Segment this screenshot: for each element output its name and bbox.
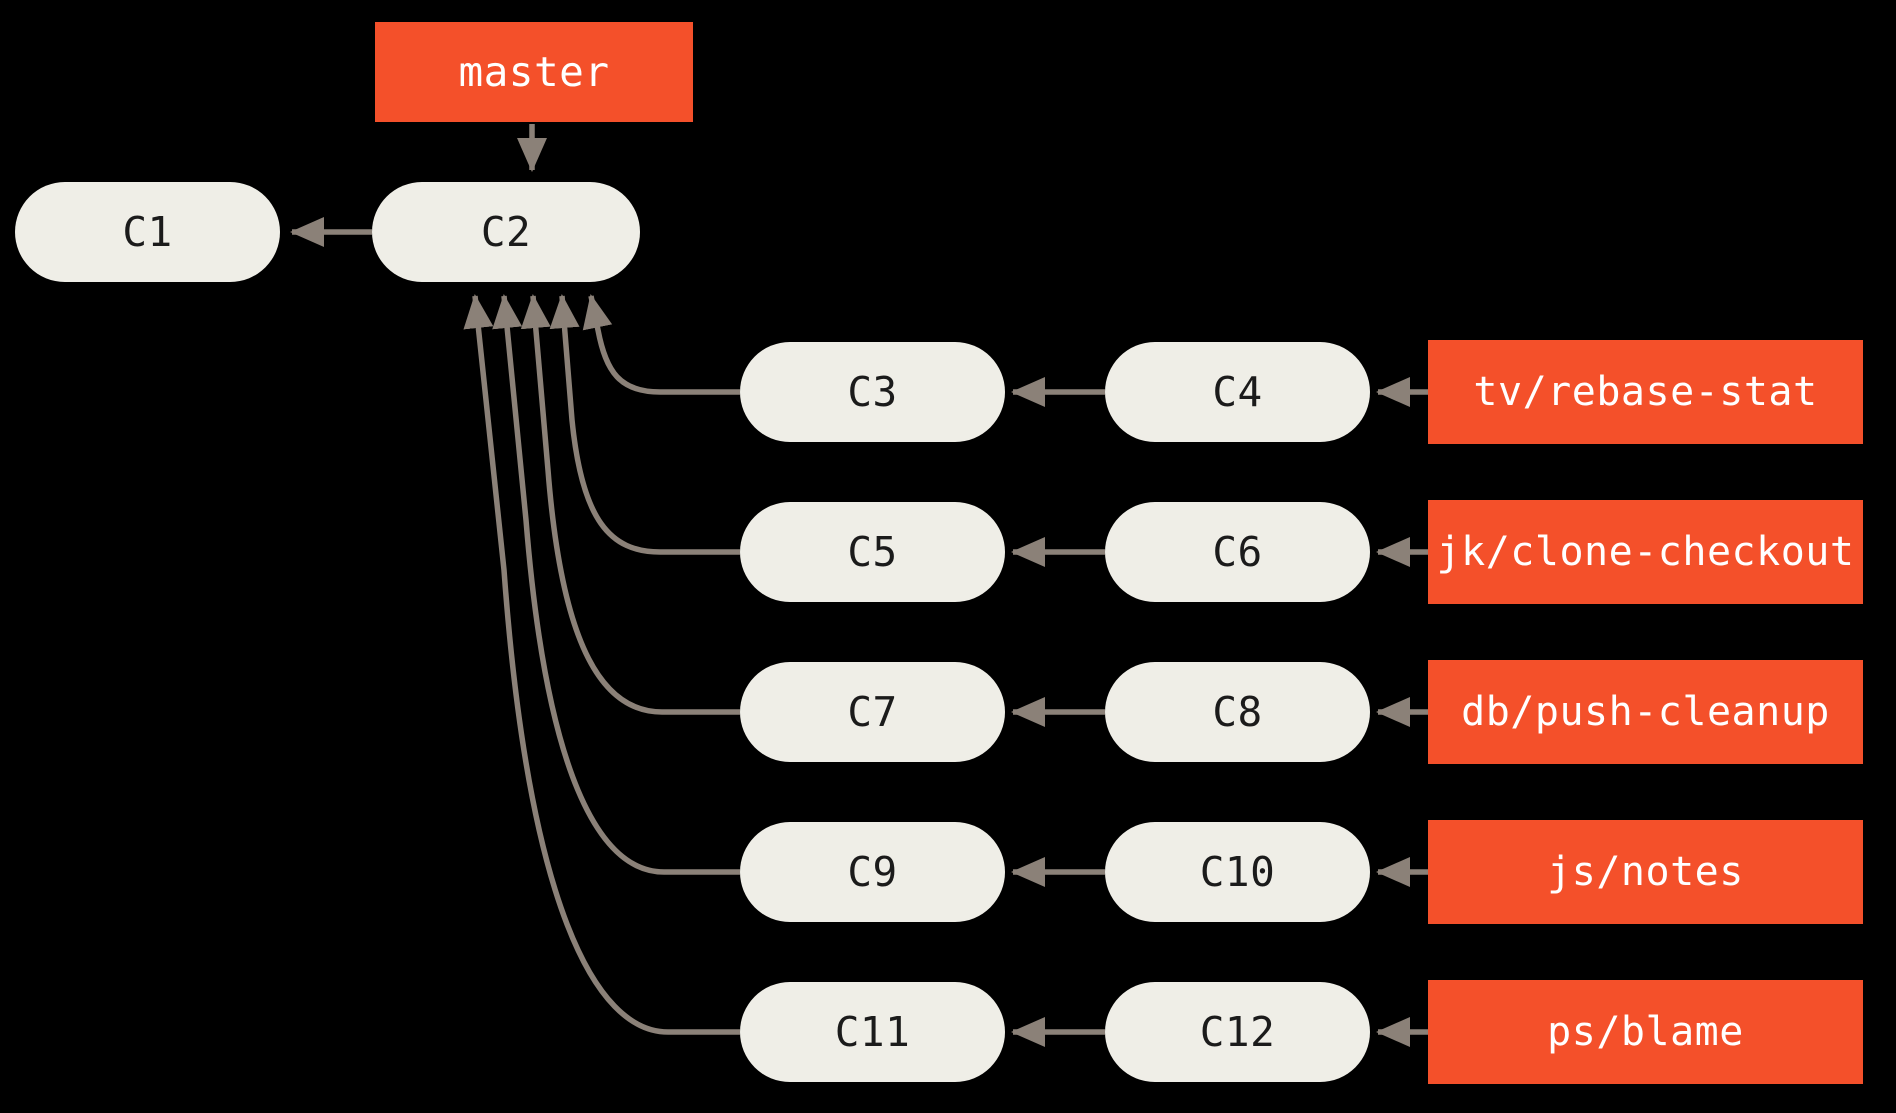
edge-c11-to-c2 <box>463 293 740 1035</box>
edge-c5-to-c2 <box>549 293 740 555</box>
commit-node-c2[interactable]: C2 <box>372 182 640 282</box>
branch-label-db-push-cleanup[interactable]: db/push-cleanup <box>1428 660 1863 764</box>
branch-label-tv-rebase-stat[interactable]: tv/rebase-stat <box>1428 340 1863 444</box>
commit-node-c1[interactable]: C1 <box>15 182 280 282</box>
commit-node-c5[interactable]: C5 <box>740 502 1005 602</box>
commit-node-c4[interactable]: C4 <box>1105 342 1370 442</box>
edge-c3-to-c2 <box>582 293 740 395</box>
commit-node-c7[interactable]: C7 <box>740 662 1005 762</box>
commit-node-c8[interactable]: C8 <box>1105 662 1370 762</box>
commit-node-c3[interactable]: C3 <box>740 342 1005 442</box>
commit-node-c11[interactable]: C11 <box>740 982 1005 1082</box>
commit-node-c10[interactable]: C10 <box>1105 822 1370 922</box>
branch-label-jk-clone-checkout[interactable]: jk/clone-checkout <box>1428 500 1863 604</box>
commit-node-c12[interactable]: C12 <box>1105 982 1370 1082</box>
branch-label-js-notes[interactable]: js/notes <box>1428 820 1863 924</box>
branch-label-master[interactable]: master <box>375 22 693 122</box>
commit-node-c6[interactable]: C6 <box>1105 502 1370 602</box>
edge-c9-to-c2 <box>492 293 740 875</box>
branch-label-ps-blame[interactable]: ps/blame <box>1428 980 1863 1084</box>
edge-c7-to-c2 <box>520 293 740 715</box>
commit-node-c9[interactable]: C9 <box>740 822 1005 922</box>
